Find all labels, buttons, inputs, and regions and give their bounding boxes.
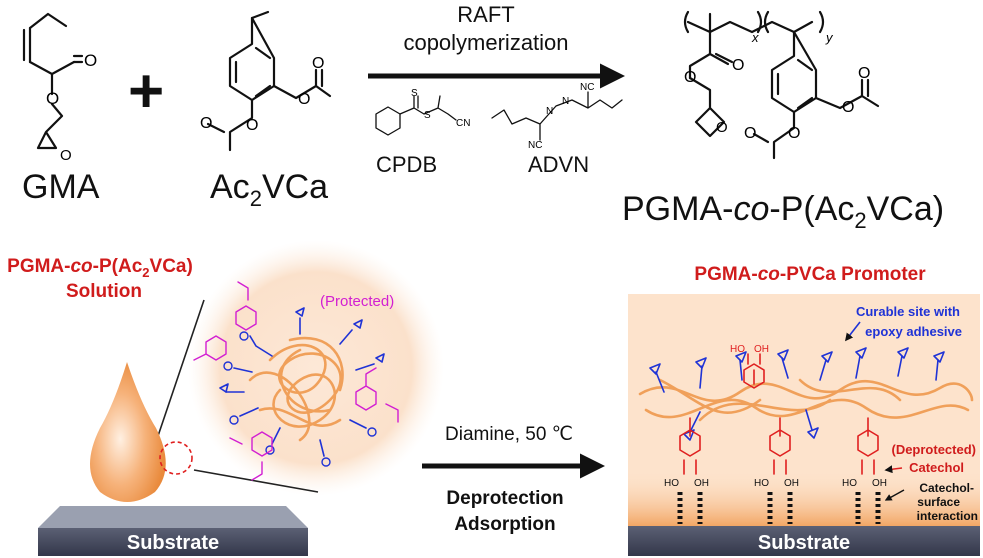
atom-nc-left: NC	[528, 140, 542, 151]
atom-o-polymer-acetyl1: O	[858, 65, 870, 82]
atom-o-carbonyl: O	[84, 51, 97, 70]
substrate-right	[628, 526, 980, 556]
cpdb-label: CPDB	[376, 152, 437, 177]
gma-label: GMA	[22, 168, 100, 206]
atom-cn-cpdb: CN	[456, 118, 470, 129]
catechol1-ho: HO	[664, 478, 679, 489]
atom-o-polymer-epoxide: O	[716, 119, 728, 136]
zoom-circle	[188, 240, 444, 496]
surface-interaction-zone	[628, 470, 980, 526]
substrate-left	[38, 528, 308, 556]
atom-o-acetyl2: O	[200, 115, 212, 132]
curable-site-line1: Curable site with	[856, 304, 960, 319]
catechol2-ho: HO	[754, 478, 769, 489]
atom-s-thione: S	[411, 88, 418, 99]
ac2vca-label: Ac2VCa	[210, 168, 328, 211]
atom-o-ester: O	[46, 89, 59, 108]
atom-o-phenol1: O	[298, 91, 310, 108]
step-adsorption: Adsorption	[454, 514, 555, 535]
zoom-line-bottom	[193, 469, 319, 493]
subscript-x: x	[751, 30, 759, 45]
anchored-catechols: HO OH HO OH HO OH	[664, 417, 887, 524]
atom-o-phenol2: O	[246, 117, 258, 134]
catechol-label: Catechol	[909, 460, 964, 475]
solution-droplet	[90, 362, 166, 502]
protected-polymer-coil: (Protected)	[193, 281, 399, 481]
atom-s-thioether: S	[424, 110, 431, 121]
cpdb-structure: S S CN	[375, 88, 470, 136]
catechol3-oh: OH	[872, 478, 887, 489]
atom-o-polymer-phenol1: O	[842, 99, 854, 116]
atom-o-epoxide: O	[60, 147, 72, 164]
zoom-line-top	[157, 299, 205, 437]
protected-label: (Protected)	[320, 293, 394, 310]
ac2vca-structure: O O O O	[200, 10, 332, 152]
atom-o-polymer-phenol2: O	[788, 125, 800, 142]
atom-n2: N	[562, 96, 569, 107]
catechol-pointer	[884, 465, 903, 474]
step-deprotection: Deprotection	[446, 488, 563, 509]
substrate-left-top	[38, 506, 308, 528]
catechol3-ho: HO	[842, 478, 857, 489]
promoter-title: PGMA-co-PVCa Promoter	[694, 264, 926, 285]
substrate-right-label: Substrate	[758, 532, 850, 554]
droplet-zoom-marker	[159, 441, 193, 475]
solution-subtitle: Solution	[66, 281, 142, 302]
atom-nc-right: NC	[580, 82, 594, 93]
atom-o-acetyl1: O	[312, 55, 324, 72]
atom-o-polymer-acetyl2: O	[744, 125, 756, 142]
plus-sign: +	[128, 57, 164, 126]
advn-structure: NC NC N N	[491, 82, 623, 151]
solution-title: PGMA-co-P(Ac2VCa)	[7, 256, 193, 280]
surface-interaction-line1: Catechol-	[919, 481, 974, 495]
deprotected-label: (Deprotected)	[891, 442, 976, 457]
polymer-structure: O O O O O O O x y	[683, 10, 880, 160]
advn-label: ADVN	[528, 152, 589, 177]
catechol2-oh: OH	[784, 478, 799, 489]
atom-n1: N	[546, 106, 553, 117]
gma-structure: O O O	[22, 12, 97, 164]
curable-site-line2: epoxy adhesive	[865, 324, 962, 339]
surface-interaction-line2: surface	[917, 495, 960, 509]
top-catechol-oh: OH	[754, 344, 769, 355]
top-catechol-ho: HO	[730, 344, 745, 355]
condition-label: Diamine, 50 ℃	[445, 424, 573, 445]
catechol1-oh: OH	[694, 478, 709, 489]
substrate-left-label: Substrate	[127, 532, 219, 554]
surface-interaction-pointer	[884, 489, 905, 501]
surface-interaction-line3: interaction	[917, 509, 978, 523]
reaction-label-copolymerization: copolymerization	[403, 30, 568, 55]
reaction-label-raft: RAFT	[457, 2, 514, 27]
polymer-label: PGMA-co-P(Ac2VCa)	[622, 190, 944, 233]
curable-site-pointer	[845, 321, 861, 342]
atom-o-polymer-ester: O	[684, 69, 696, 86]
promoter-polymer-layer: HO OH	[638, 344, 974, 441]
atom-o-polymer-carbonyl: O	[732, 57, 744, 74]
subscript-y: y	[825, 30, 834, 45]
